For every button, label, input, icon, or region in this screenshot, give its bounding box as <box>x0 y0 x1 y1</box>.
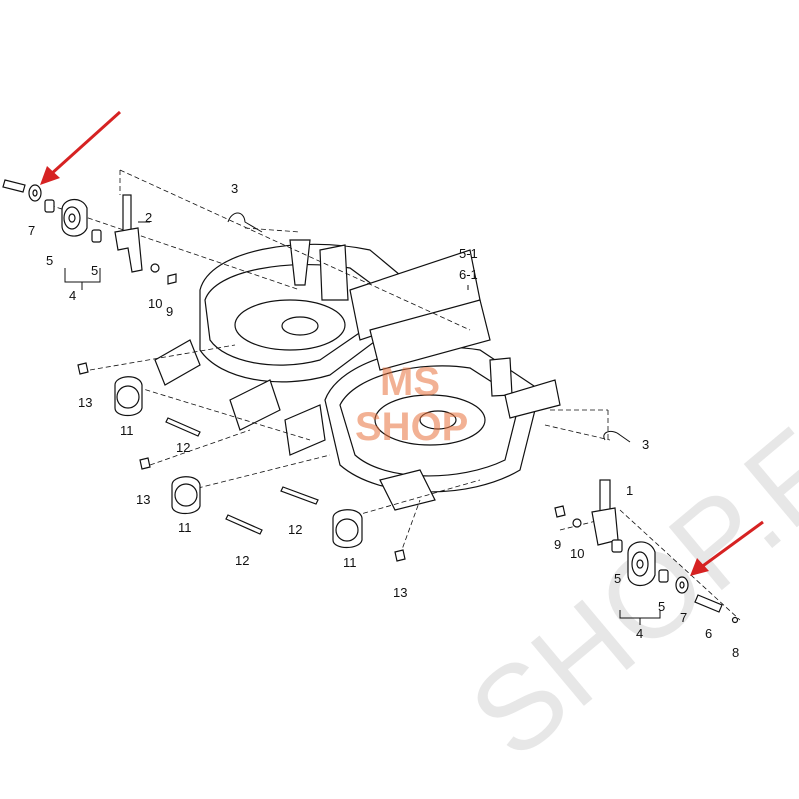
highlight-arrows <box>40 110 764 576</box>
callout-deck-6-1: 6-1 <box>459 267 478 282</box>
callout-left-5a: 5 <box>46 253 53 268</box>
callout-right-3: 3 <box>642 437 649 452</box>
ms-shop-logo: MS SHOP <box>355 360 468 449</box>
callout-labels: 7 5 5 4 2 3 10 9 5-1 6-1 13 11 12 13 11 … <box>28 181 739 660</box>
callout-right-9: 9 <box>554 537 561 552</box>
callout-right-7: 7 <box>680 610 687 625</box>
callout-left-4: 4 <box>69 288 76 303</box>
callout-left-12b: 12 <box>235 553 249 568</box>
callout-left-9: 9 <box>166 304 173 319</box>
callout-mid-11: 11 <box>343 555 357 570</box>
mower-deck <box>154 239 561 511</box>
callout-left-11b: 11 <box>178 520 192 535</box>
logo-line2: SHOP <box>355 405 468 449</box>
red-arrow-right <box>690 520 764 576</box>
callout-left-12a: 12 <box>176 440 190 455</box>
callout-left-2: 2 <box>145 210 152 225</box>
callout-right-5b: 5 <box>658 599 665 614</box>
rollers-and-bolts <box>77 362 406 562</box>
logo-line1: MS <box>380 360 440 404</box>
clip-pin-left <box>227 212 263 233</box>
callout-left-13a: 13 <box>78 395 92 410</box>
leader-lines <box>64 221 661 625</box>
callout-left-13b: 13 <box>136 492 150 507</box>
reference-lines <box>49 169 741 621</box>
callout-deck-5-1: 5-1 <box>459 246 478 261</box>
left-wheel-assembly <box>2 179 177 285</box>
callout-left-3: 3 <box>231 181 238 196</box>
callout-mid-12: 12 <box>288 522 302 537</box>
red-arrow-left <box>40 110 122 185</box>
right-wheel-assembly <box>554 430 739 624</box>
callout-mid-13: 13 <box>393 585 407 600</box>
callout-right-1: 1 <box>626 483 633 498</box>
callout-right-6: 6 <box>705 626 712 641</box>
callout-right-5a: 5 <box>614 571 621 586</box>
callout-right-8: 8 <box>732 645 739 660</box>
callout-right-4: 4 <box>636 626 643 641</box>
callout-left-10: 10 <box>148 296 162 311</box>
callout-left-7: 7 <box>28 223 35 238</box>
callout-right-10: 10 <box>570 546 584 561</box>
callout-left-11a: 11 <box>120 423 134 438</box>
callout-left-5b: 5 <box>91 263 98 278</box>
